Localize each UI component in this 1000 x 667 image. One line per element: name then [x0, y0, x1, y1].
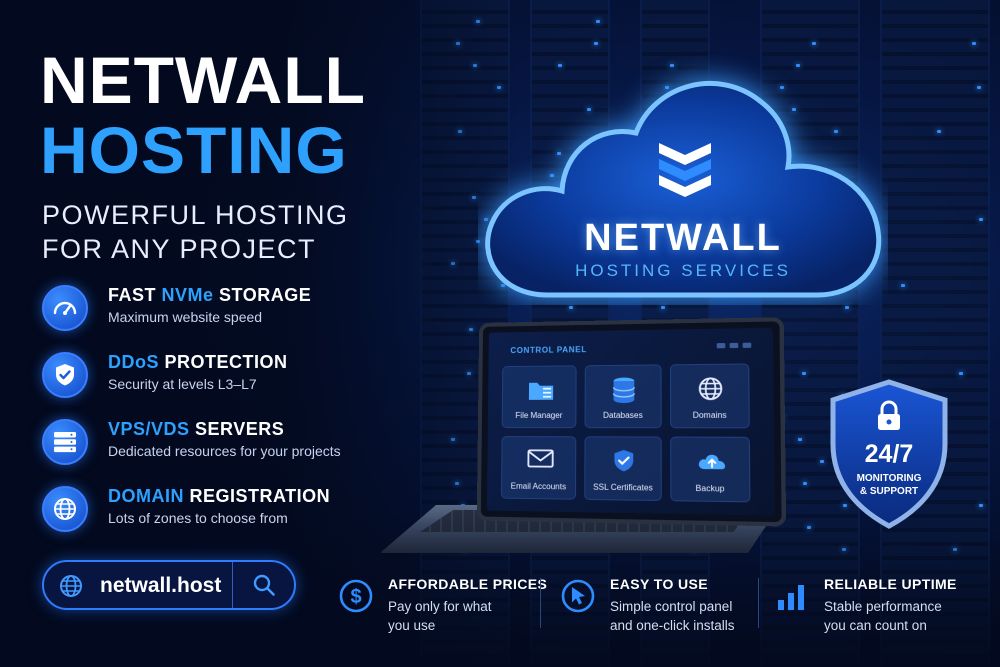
envelope-icon	[526, 447, 555, 470]
server-led	[593, 42, 598, 45]
badge-hours: 24/7	[864, 440, 914, 468]
perk-divider	[540, 578, 541, 628]
server-led	[797, 438, 802, 441]
server-led	[569, 306, 574, 309]
feature-description: Dedicated resources for your projects	[108, 443, 341, 459]
feature-nvme-storage: FAST NVMe STORAGE Maximum website speed	[42, 283, 422, 333]
server-led	[844, 306, 849, 309]
server-led	[792, 108, 797, 111]
svg-text:$: $	[350, 586, 361, 608]
server-led	[901, 284, 906, 287]
server-icon	[42, 419, 88, 465]
feature-title: DOMAIN REGISTRATION	[108, 486, 331, 506]
server-led	[664, 86, 669, 89]
feature-description: Maximum website speed	[108, 309, 263, 325]
server-led	[586, 108, 591, 111]
server-led	[660, 306, 665, 309]
tile-file-manager[interactable]: File Manager	[501, 365, 577, 429]
cloud-brand-name: NETWALL	[584, 217, 782, 259]
server-led	[779, 86, 784, 89]
server-led	[801, 372, 806, 375]
brand-title: NETWALL	[40, 43, 366, 117]
speedometer-icon	[42, 285, 88, 331]
laptop-screen: CONTROL PANEL File Manager Databases Dom…	[476, 317, 787, 527]
tile-backup[interactable]: Backup	[670, 436, 751, 503]
support-badge: 24/7 MONITORING & SUPPORT	[826, 378, 952, 530]
server-led	[795, 64, 800, 67]
tile-databases[interactable]: Databases	[584, 364, 662, 429]
badge-label: MONITORING & SUPPORT	[856, 473, 922, 497]
feature-description: Lots of zones to choose from	[108, 510, 288, 526]
server-led	[557, 152, 562, 155]
database-icon	[610, 377, 637, 404]
tile-ssl-certificates[interactable]: SSL Certificates	[584, 436, 662, 502]
control-panel: CONTROL PANEL File Manager Databases Dom…	[486, 327, 775, 516]
globe-icon	[42, 486, 88, 532]
globe-icon	[58, 573, 84, 604]
certificate-icon	[614, 449, 634, 472]
server-led	[803, 482, 808, 485]
control-panel-title: CONTROL PANEL	[510, 345, 587, 356]
search-icon[interactable]	[232, 562, 294, 608]
window-controls	[716, 342, 758, 350]
domain-url-text: netwall.host	[100, 574, 222, 597]
cloud-subtitle: HOSTING SERVICES	[575, 261, 791, 280]
server-led	[842, 504, 847, 507]
server-led	[549, 174, 554, 177]
dollar-icon: $	[338, 578, 374, 619]
server-led	[669, 64, 674, 67]
tile-domains[interactable]: Domains	[669, 363, 750, 429]
server-led	[812, 42, 817, 45]
server-led	[595, 20, 600, 23]
feature-title: VPS/VDS SERVERS	[108, 419, 285, 439]
server-led	[972, 42, 977, 45]
feature-ddos-protection: DDoS PROTECTION Security at levels L3–L7	[42, 350, 422, 400]
shield-check-icon	[42, 352, 88, 398]
cursor-icon	[560, 578, 596, 619]
server-led	[977, 86, 982, 89]
server-led	[979, 504, 984, 507]
server-led	[979, 218, 984, 221]
feature-title: FAST NVMe STORAGE	[108, 285, 312, 305]
feature-vps-servers: VPS/VDS SERVERS Dedicated resources for …	[42, 417, 422, 467]
server-led	[557, 64, 562, 67]
netwall-cloud-logo: NETWALL HOSTING SERVICES	[478, 55, 888, 305]
server-led	[820, 460, 825, 463]
folder-icon	[528, 382, 555, 403]
server-led	[958, 372, 963, 375]
server-led	[834, 130, 839, 133]
tile-email-accounts[interactable]: Email Accounts	[500, 436, 577, 500]
bar-chart-icon	[774, 578, 810, 619]
domain-search-bar[interactable]: netwall.host	[42, 560, 296, 610]
globe-icon	[697, 375, 725, 402]
feature-domain-registration: DOMAIN REGISTRATION Lots of zones to cho…	[42, 484, 422, 534]
perk-divider	[758, 578, 759, 628]
feature-description: Security at levels L3–L7	[108, 376, 257, 392]
feature-title: DDoS PROTECTION	[108, 352, 288, 372]
server-led	[937, 130, 942, 133]
tagline: POWERFUL HOSTING FOR ANY PROJECT	[42, 200, 349, 264]
cloud-backup-icon	[698, 454, 726, 473]
brand-title-hosting: HOSTING	[40, 113, 348, 187]
